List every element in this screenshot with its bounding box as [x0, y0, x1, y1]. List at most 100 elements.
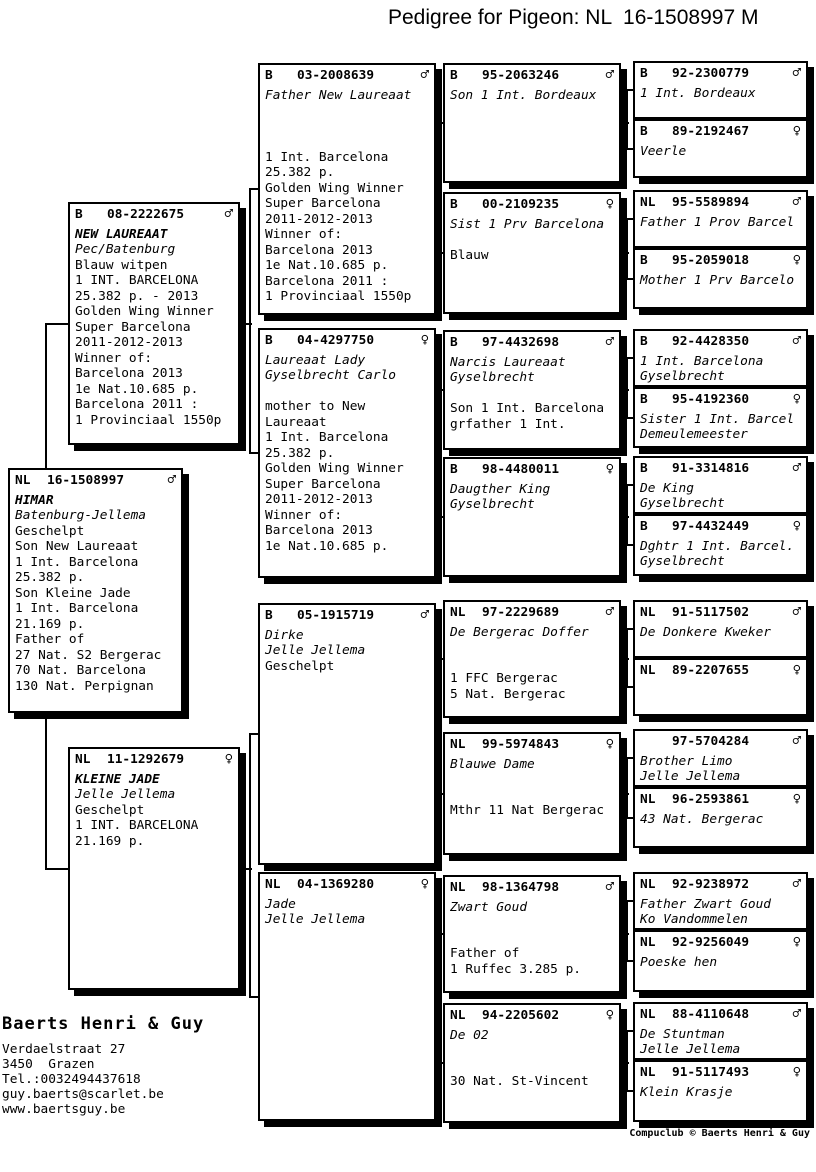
ring-number: 89-2207655 [672, 663, 750, 678]
box-header: B 97-4432698 ♂ [450, 335, 614, 351]
pigeon-name: 43 Nat. Bergerac [640, 811, 764, 827]
country-code: NL [75, 752, 91, 767]
country-code: B [640, 461, 648, 476]
country-code: B [450, 68, 458, 83]
male-icon: ♂ [224, 206, 233, 222]
connector-line [439, 389, 443, 391]
female-icon: ♀ [792, 934, 801, 950]
ring-number: 04-1369280 [297, 877, 375, 892]
pigeon-box: NL 96-2593861 ♀ 43 Nat. Bergerac [633, 787, 808, 848]
ring-number: 97-4432449 [672, 519, 750, 534]
box-header: B 05-1915719 ♂ [265, 608, 429, 624]
ring-number: 91-3314816 [672, 461, 750, 476]
connector-line [627, 544, 633, 546]
pigeon-info: 1 FFC Bergerac 5 Nat. Bergerac [450, 671, 566, 702]
female-icon: ♀ [605, 736, 614, 752]
pigeon-box: B 00-2109235 ♀ Sist 1 Prv Barcelona Blau… [443, 192, 621, 314]
connector-line [250, 733, 258, 735]
connector-line [621, 122, 629, 124]
pigeon-box: NL 92-9256049 ♀ Poeske hen [633, 930, 808, 992]
male-icon: ♂ [792, 460, 801, 476]
connector-line [438, 389, 440, 518]
female-icon: ♀ [792, 1064, 801, 1080]
ring-number: 97-5704284 [672, 734, 750, 749]
box-header: NL 88-4110648 ♂ [640, 1007, 801, 1023]
pigeon-info: Son 1 Int. Barcelona grfather 1 Int. [450, 401, 605, 432]
ring-number: 95-2059018 [672, 253, 750, 268]
pigeon-box: NL 97-2229689 ♂ De Bergerac Doffer 1 FFC… [443, 600, 621, 718]
pigeon-box: NL 91-5117493 ♀ Klein Krasje [633, 1060, 808, 1122]
pigeon-info: Geschelpt 1 INT. BARCELONA 21.169 p. [75, 802, 199, 849]
connector-line [626, 218, 628, 280]
pigeon-box: B 92-4428350 ♂ 1 Int. Barcelona Gyselbre… [633, 329, 808, 387]
connector-line [621, 252, 629, 254]
ring-number: 16-1508997 [47, 473, 125, 488]
box-header: NL 98-1364798 ♂ [450, 880, 614, 896]
connector-line [250, 452, 258, 454]
ring-number: 00-2109235 [482, 197, 560, 212]
pigeon-name: Batenburg-Jellema [15, 508, 146, 523]
country-code: NL [15, 473, 31, 488]
country-code: B [450, 197, 458, 212]
pigeon-name: Sister 1 Int. Barcel Demeulemeester [640, 411, 795, 443]
connector-line [621, 792, 629, 795]
connector-line [249, 188, 251, 454]
pigeon-info: 30 Nat. St-Vincent [450, 1074, 589, 1089]
ring-number: 98-4480011 [482, 462, 560, 477]
box-header: B 95-4192360 ♀ [640, 392, 801, 408]
pigeon-name: Sist 1 Prv Barcelona [450, 216, 605, 232]
pigeon-box: B 04-4297750 ♀ Laureaat Lady Gyselbrecht… [258, 328, 436, 578]
pigeon-name: Daugther King Gyselbrecht [450, 481, 551, 513]
pigeon-name: Dirke Jelle Jellema [265, 627, 366, 659]
male-icon: ♂ [605, 334, 614, 350]
box-header: NL 94-2205602 ♀ [450, 1008, 614, 1024]
pigeon-box: B 91-3314816 ♂ De King Gyselbrecht [633, 456, 808, 514]
pigeon-box: B 97-4432698 ♂ Narcis Laureaat Gyselbrec… [443, 330, 621, 450]
connector-line [626, 484, 628, 546]
pigeon-info: mother to New Laureaat 1 Int. Barcelona … [265, 399, 404, 554]
pigeon-box: B 95-2063246 ♂ Son 1 Int. Bordeaux [443, 63, 621, 183]
female-icon: ♀ [792, 252, 801, 268]
ring-number: 92-4428350 [672, 334, 750, 349]
pigeon-info: 1 Int. Barcelona 25.382 p. Golden Wing W… [265, 149, 412, 305]
country-code: B [265, 608, 273, 623]
ring-number: 97-4432698 [482, 335, 560, 350]
pigeon-box: NL 16-1508997 ♂ HIMAR Batenburg-Jellema … [8, 468, 183, 713]
country-code: B [640, 519, 648, 534]
connector-line [439, 252, 443, 254]
pigeon-name: Father 1 Prov Barcel [640, 214, 795, 230]
connector-line [249, 733, 251, 998]
connector-line [250, 188, 258, 190]
connector-line [627, 218, 633, 220]
box-header: B 98-4480011 ♀ [450, 462, 614, 478]
country-code: NL [450, 880, 466, 895]
country-code: B [450, 335, 458, 350]
country-code: NL [640, 877, 656, 892]
pigeon-box: NL 99-5974843 ♀ Blauwe Dame Mthr 11 Nat … [443, 732, 621, 855]
box-header: NL 16-1508997 ♂ [15, 473, 176, 489]
credit-line: Compuclub © Baerts Henri & Guy [629, 1128, 810, 1139]
connector-line [46, 867, 68, 870]
pigeon-info: Mthr 11 Nat Bergerac [450, 803, 605, 818]
connector-line [621, 658, 629, 660]
pigeon-box: B 08-2222675 ♂ NEW LAUREAAT Pec/Batenbur… [68, 202, 240, 445]
box-header: NL 92-9256049 ♀ [640, 935, 801, 951]
pigeon-box: NL 98-1364798 ♂ Zwart Goud Father of 1 R… [443, 875, 621, 993]
pigeon-name: Zwart Goud [450, 899, 528, 915]
country-code: B [640, 392, 648, 407]
ring-number: 98-1364798 [482, 880, 560, 895]
ring-number: 08-2222675 [107, 207, 185, 222]
female-icon: ♀ [605, 1007, 614, 1023]
pigeon-name: Poeske hen [640, 954, 718, 970]
male-icon: ♂ [420, 607, 429, 623]
pigeon-box: 97-5704284 ♂ Brother Limo Jelle Jellema [633, 729, 808, 787]
box-header: NL 91-5117502 ♂ [640, 605, 801, 621]
connector-line [240, 867, 252, 870]
male-icon: ♂ [605, 879, 614, 895]
pigeon-name: Mother 1 Prv Barcelo [640, 272, 795, 288]
box-header: NL 92-9238972 ♂ [640, 877, 801, 893]
connector-line [438, 122, 440, 254]
connector-line [439, 792, 443, 795]
country-code: NL [640, 935, 656, 950]
pigeon-name: Blauwe Dame [450, 756, 535, 772]
